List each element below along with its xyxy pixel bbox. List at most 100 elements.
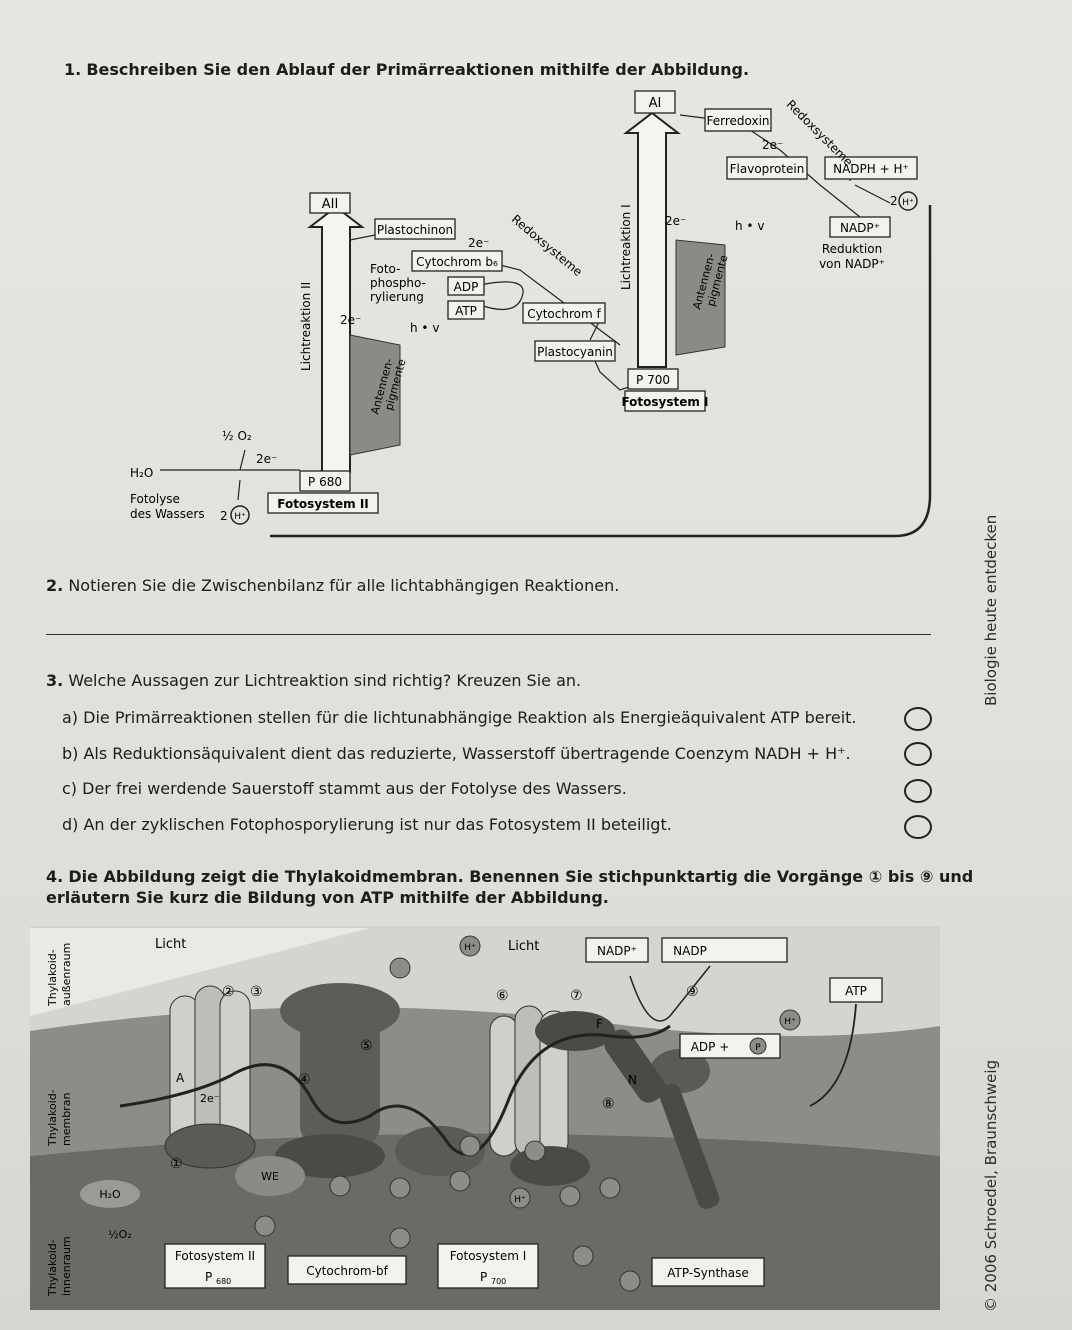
atp-synthase-label-box — [651, 1257, 765, 1287]
marker-3: ③ — [250, 984, 263, 1000]
fotolyse-label-2: des Wassers — [130, 507, 205, 521]
plastochinon-label: Plastochinon — [377, 223, 453, 237]
cytochrom-label-2: Cytochrom-bf — [306, 1264, 388, 1278]
a2-box — [309, 192, 351, 214]
adp-box — [447, 276, 485, 296]
lichtreaktion-1-arrow — [623, 111, 681, 368]
foto-label-2: phospho- — [370, 276, 426, 290]
option-a: a) Die Primärreaktionen stellen für die … — [62, 708, 857, 727]
e2-label-lr1: 2e⁻ — [665, 214, 686, 228]
redox-2-label: Redoxsysteme — [509, 212, 585, 279]
question-4: 4. Die Abbildung zeigt die Thylakoidmemb… — [46, 867, 973, 886]
question-4-line-1: Die Abbildung zeigt die Thylakoidmembran… — [68, 867, 974, 886]
a-label: A — [176, 1071, 185, 1085]
f-label: F — [596, 1017, 603, 1031]
question-3-number: 3. — [46, 671, 64, 690]
ferredoxin-label: Ferredoxin — [706, 114, 769, 128]
cytochrom-b6-box — [411, 250, 503, 272]
h-plus-bottom: H⁺ — [234, 512, 246, 522]
checkbox-a[interactable] — [904, 707, 932, 731]
answer-line[interactable] — [46, 634, 931, 635]
h-ion-label-2: H⁺ — [784, 1017, 796, 1027]
e2-label-lr2: 2e⁻ — [340, 313, 361, 327]
nadp-box — [829, 216, 891, 238]
fotosystem-2-label: Fotosystem II — [277, 497, 369, 511]
cytochrom-complex — [275, 983, 400, 1178]
question-2-text: Notieren Sie die Zwischenbilanz für alle… — [68, 576, 620, 595]
adp-label-2: ADP + — [691, 1040, 730, 1054]
atp-box — [447, 300, 485, 320]
marker-2: ② — [222, 984, 235, 1000]
cytochrom-f-label: Cytochrom f — [527, 307, 601, 321]
fotosystem-2-complex — [164, 985, 256, 1169]
option-b: b) Als Reduktionsäquivalent dient das re… — [62, 744, 851, 763]
fotosystem-1-label: Fotosystem I — [621, 395, 708, 409]
adp-label: ADP — [454, 280, 479, 294]
cytochrom-label-box — [287, 1255, 407, 1285]
foto-label-1: Foto- — [370, 262, 400, 276]
thylakoid-membrane-diagram: H⁺ H⁺ H⁺ H⁺ H₂O ½O₂ WE 2e⁻ A F N ① ② ③ ④… — [30, 926, 940, 1310]
p700-sub-label: 700 — [491, 1277, 506, 1286]
o2-label: ½ O₂ — [222, 429, 252, 443]
fotolyse-label-1: Fotolyse — [130, 492, 180, 506]
lichtreaktion-2-label: Lichtreaktion II — [299, 282, 313, 371]
question-4-line-2: erläutern Sie kurz die Bildung von ATP m… — [46, 888, 609, 907]
checkbox-c[interactable] — [904, 779, 932, 803]
option-c: c) Der frei werdende Sauerstoff stammt a… — [62, 779, 627, 798]
reduktion-label: Reduktion — [822, 242, 882, 256]
e2-label-2: 2e⁻ — [200, 1092, 220, 1105]
diagram-baseline — [270, 205, 932, 538]
plastocyanin-label: Plastocyanin — [537, 345, 613, 359]
p700-label-2: P — [480, 1270, 487, 1284]
aussenraum-label-1: Thylakoid- — [46, 949, 59, 1007]
question-4-line-2-row: erläutern Sie kurz die Bildung von ATP m… — [46, 888, 609, 907]
p-label-2: P — [755, 1043, 761, 1053]
checkbox-d[interactable] — [904, 815, 932, 839]
flavoprotein-label: Flavoprotein — [730, 162, 805, 176]
fotosystem-1-box — [624, 390, 706, 412]
lichtreaktion-1-label: Lichtreaktion I — [619, 204, 633, 290]
membran-label-2: membran — [60, 1093, 73, 1146]
marker-5: ⑤ — [360, 1038, 373, 1054]
cyclic-arrow — [479, 281, 524, 311]
plastochinon-box — [374, 218, 456, 240]
plastocyanin-box — [534, 340, 616, 362]
p700-box — [627, 368, 679, 390]
nadph-box-2 — [661, 937, 788, 963]
question-3-text: Welche Aussagen zur Lichtreaktion sind r… — [68, 671, 582, 690]
p680-label-2: P — [205, 1270, 212, 1284]
innenraum-label-2: innenraum — [60, 1236, 73, 1296]
aussenraum-label-2: außenraum — [60, 943, 73, 1006]
foto-label-3: rylierung — [370, 290, 424, 304]
fotosystem-1-label-box — [437, 1243, 539, 1289]
nadp-label-2: NADP — [673, 944, 707, 958]
atp-label: ATP — [455, 304, 477, 318]
atp-arrow — [809, 1003, 857, 1107]
electron-path — [119, 1024, 671, 1156]
checkbox-b[interactable] — [904, 742, 932, 766]
p700-label: P 700 — [636, 373, 670, 387]
atp-synthase-complex — [604, 1029, 720, 1209]
h2o-label-2: H₂O — [99, 1188, 121, 1201]
licht-label-1: Licht — [155, 937, 186, 952]
question-1-text: Beschreiben Sie den Ablauf der Primärrea… — [86, 60, 750, 79]
nadp-plus-box-2 — [585, 937, 649, 963]
marker-9: ⑨ — [686, 984, 699, 1000]
membran-label-1: Thylakoid- — [46, 1089, 59, 1147]
o2-label-2: ½O₂ — [108, 1228, 132, 1241]
atp-label-2: ATP — [845, 984, 867, 998]
option-d: d) An der zyklischen Fotophosporylierung… — [62, 815, 672, 834]
marker-1: ① — [170, 1156, 183, 1172]
e2-label-mid: 2e⁻ — [468, 236, 489, 250]
nadp-reduction-arrow — [629, 965, 711, 1022]
fotosystem-2-box — [267, 492, 379, 514]
we-blob — [235, 1156, 305, 1196]
nadph-label: NADPH + H⁺ — [833, 162, 909, 176]
we-label: WE — [261, 1170, 279, 1183]
h-ion-label-4: H⁺ — [514, 1195, 526, 1205]
p680-sub-label: 680 — [216, 1277, 231, 1286]
question-2: 2. Notieren Sie die Zwischenbilanz für a… — [46, 576, 619, 595]
p680-box — [299, 470, 351, 492]
nadph-box — [824, 156, 918, 180]
question-2-number: 2. — [46, 576, 64, 595]
